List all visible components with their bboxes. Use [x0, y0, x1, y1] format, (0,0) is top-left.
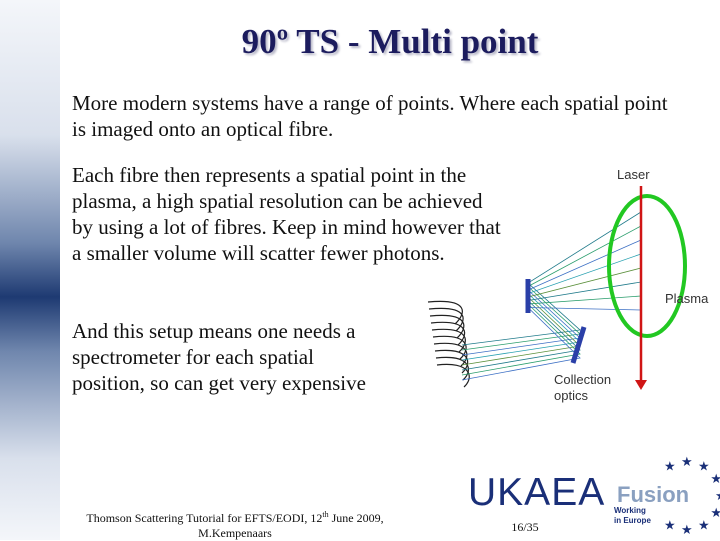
eu-star: ★ [698, 459, 710, 474]
sidebar-gradient [0, 0, 60, 540]
fusion-logo-text: Fusion [617, 482, 690, 507]
fibre-curve [432, 335, 467, 360]
paragraph-fibres: Each fibre then represents a spatial poi… [72, 163, 501, 265]
fibre-curve [430, 321, 466, 346]
eu-star: ★ [698, 517, 710, 532]
ukaea-logo: UKAEA [468, 471, 606, 514]
eu-star: ★ [681, 522, 693, 537]
scatter-ray [461, 267, 642, 366]
scatter-ray [461, 225, 642, 351]
scatter-ray [461, 295, 642, 376]
working-line2: in Europe [614, 516, 651, 525]
scatter-ray [461, 211, 642, 346]
scatter-ray [461, 307, 642, 381]
scatter-rays [461, 211, 642, 381]
paragraph-cost: And this setup means one needs a spectro… [72, 319, 366, 395]
laser-arrow-head [635, 380, 647, 390]
fibre-curve [434, 349, 469, 374]
working-in-europe: Working in Europe [614, 506, 651, 526]
scatter-ray [461, 253, 642, 361]
fibre-curve [431, 328, 466, 353]
footer-author: M.Kempenaars [198, 526, 272, 540]
working-line1: Working [614, 506, 646, 515]
eu-star: ★ [681, 454, 693, 469]
paragraph-intro: More modern systems have a range of poin… [72, 91, 668, 141]
footer-text: Thomson Scattering Tutorial for EFTS/EOD… [86, 511, 323, 525]
footer-sup: th [322, 510, 329, 519]
fibre-curve [427, 300, 463, 325]
scatter-ray [461, 239, 642, 356]
collection-optics-label: Collection optics [554, 372, 612, 403]
slide-title: 90º TS - Multi point [241, 22, 539, 61]
plasma-label: Plasma [665, 291, 709, 306]
eu-star: ★ [664, 459, 676, 474]
fibre-curve [428, 307, 464, 332]
footer-citation: Thomson Scattering Tutorial for EFTS/EOD… [75, 507, 395, 541]
laser-label: Laser [617, 167, 650, 182]
fibre-curve [436, 363, 470, 388]
eu-star: ★ [715, 488, 720, 503]
fibre-curve [429, 314, 465, 339]
footer-text-end: June 2009, [328, 511, 384, 525]
eu-star: ★ [710, 471, 720, 486]
fibre-curve [435, 356, 470, 381]
collection-lens [570, 326, 587, 364]
eu-star: ★ [710, 505, 720, 520]
plasma-ellipse [607, 194, 687, 338]
eu-star: ★ [664, 517, 676, 532]
page-number: 16/35 [511, 520, 539, 534]
scatter-ray [461, 281, 642, 371]
